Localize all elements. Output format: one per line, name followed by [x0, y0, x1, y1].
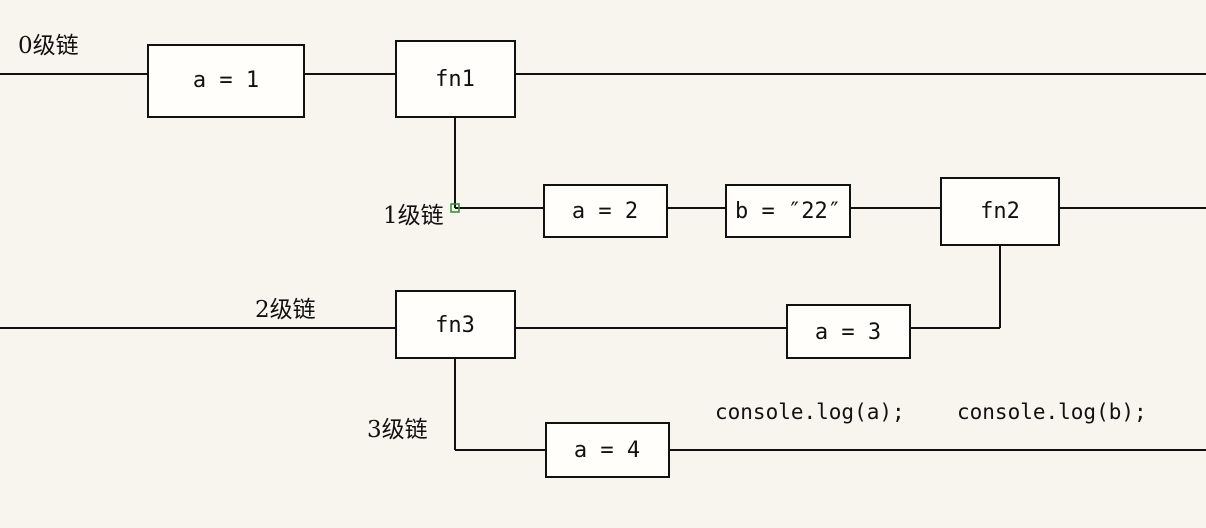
box-fn3: fn3 [395, 290, 516, 359]
box-a4-frame [545, 422, 670, 478]
box-a1-label: a = 1 [193, 68, 259, 93]
box-b22: b = ″22″ [725, 184, 851, 238]
box-fn2: fn2 [940, 177, 1060, 246]
box-b22-frame [725, 184, 851, 238]
code-log-a: console.log(a); [715, 400, 905, 424]
box-a1: a = 1 [147, 44, 305, 118]
box-a3: a = 3 [786, 304, 911, 359]
box-b22-label: b = ″22″ [735, 199, 841, 224]
box-fn1-frame [395, 40, 516, 118]
box-a2: a = 2 [543, 184, 668, 238]
box-a2-label: a = 2 [572, 199, 638, 224]
chain-label-level2: 2级链 [255, 297, 316, 323]
box-a4-label: a = 4 [574, 438, 640, 463]
box-fn3-label: fn3 [435, 313, 475, 338]
box-a2-frame [543, 184, 668, 238]
box-fn1: fn1 [395, 40, 516, 118]
box-a3-frame [786, 304, 911, 359]
selection-handle [450, 203, 460, 213]
chain-label-level1: 1级链 [383, 203, 444, 229]
box-a1-frame [147, 44, 305, 118]
box-fn1-label: fn1 [435, 67, 475, 92]
chain-label-level0: 0级链 [18, 33, 79, 59]
connector-lines [0, 73, 1206, 451]
box-a4: a = 4 [545, 422, 670, 478]
box-fn2-label: fn2 [980, 199, 1020, 224]
box-fn3-frame [395, 290, 516, 359]
box-a3-label: a = 3 [815, 320, 881, 345]
code-log-b: console.log(b); [957, 400, 1147, 424]
chain-label-level3: 3级链 [367, 417, 428, 443]
box-fn2-frame [940, 177, 1060, 246]
